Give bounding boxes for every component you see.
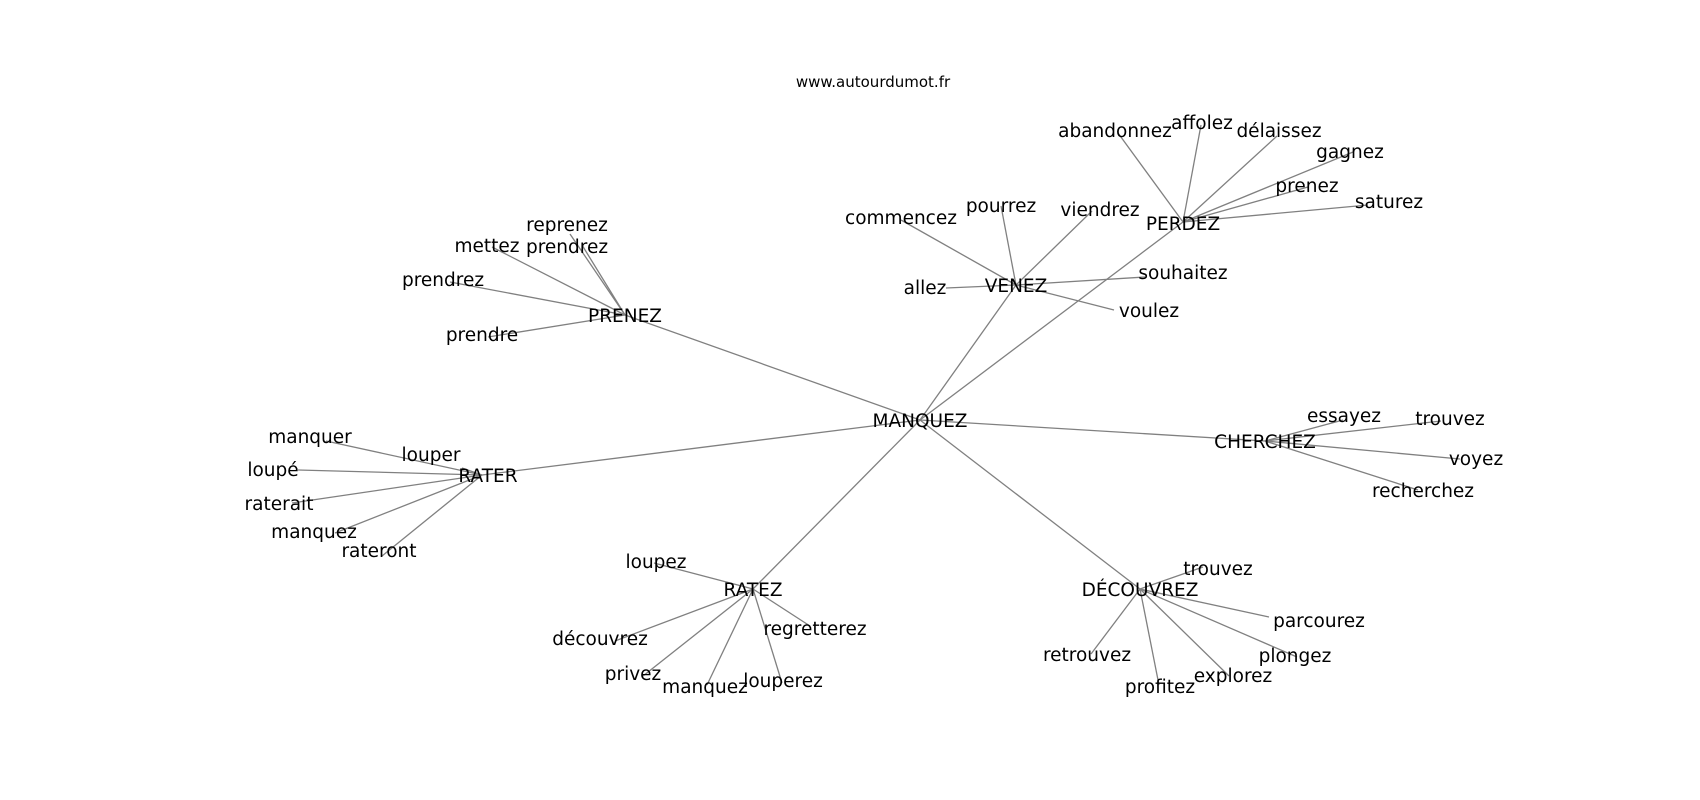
edge-root-ratez <box>752 419 921 590</box>
leaf-node-prenez-1: prendrez <box>526 237 608 258</box>
edge-decouvrez-4 <box>1139 588 1230 677</box>
edge-venez-5 <box>1015 284 1115 311</box>
leaf-node-rater-4: manquez <box>271 522 357 543</box>
hub-node-ratez: RATEZ <box>724 580 783 601</box>
edge-venez-4 <box>1015 276 1146 286</box>
edge-perdez-3 <box>1182 151 1354 223</box>
leaf-node-venez-5: voulez <box>1119 301 1179 322</box>
edge-ratez-5 <box>752 588 783 684</box>
leaf-node-ratez-5: louperez <box>743 671 823 692</box>
leaf-node-cherchez-0: essayez <box>1307 406 1381 427</box>
edge-ratez-4 <box>706 588 754 686</box>
leaf-node-perdez-5: saturez <box>1355 192 1423 213</box>
edge-perdez-4 <box>1182 186 1309 223</box>
edge-rater-3 <box>291 474 483 504</box>
leaf-node-venez-1: pourrez <box>966 196 1036 217</box>
edge-decouvrez-1 <box>1139 588 1270 618</box>
edge-ratez-2 <box>752 588 811 627</box>
leaf-node-rater-5: rateront <box>341 541 416 562</box>
edge-cherchez-0 <box>1264 419 1344 442</box>
site-url-label: www.autourdumot.fr <box>796 73 951 91</box>
edge-perdez-0 <box>1117 132 1184 223</box>
edge-cherchez-1 <box>1264 420 1442 442</box>
leaf-node-rater-0: manquer <box>268 427 352 448</box>
edge-prenez-0 <box>569 233 626 316</box>
edge-venez-3 <box>945 284 1017 289</box>
leaf-node-prenez-4: prendre <box>446 325 518 346</box>
leaf-node-prenez-3: prendrez <box>402 270 484 291</box>
graph-edges <box>291 124 1461 686</box>
edge-perdez-1 <box>1182 124 1202 223</box>
leaf-node-venez-3: allez <box>904 278 947 299</box>
edge-root-perdez <box>919 221 1184 421</box>
hub-node-prenez: PRENEZ <box>588 306 662 327</box>
graph-labels: MANQUEZPRENEZreprenezprendrezmettezprend… <box>245 113 1504 698</box>
leaf-node-perdez-0: abandonnez <box>1058 121 1172 142</box>
edge-prenez-2 <box>491 246 626 316</box>
leaf-node-rater-3: raterait <box>245 494 314 515</box>
leaf-node-cherchez-3: recherchez <box>1372 481 1474 502</box>
leaf-node-ratez-0: loupez <box>625 552 686 573</box>
edge-decouvrez-0 <box>1139 566 1204 590</box>
edge-root-venez <box>919 284 1017 421</box>
hub-node-decouvrez: DÉCOUVREZ <box>1082 579 1199 601</box>
edge-cherchez-3 <box>1264 440 1419 491</box>
leaf-node-decouvrez-2: retrouvez <box>1043 645 1131 666</box>
edge-rater-1 <box>461 467 483 476</box>
edge-perdez-5 <box>1182 204 1369 223</box>
leaf-node-perdez-2: délaissez <box>1236 121 1321 142</box>
leaf-node-rater-1: louper <box>402 445 461 466</box>
hub-node-cherchez: CHERCHEZ <box>1214 432 1316 453</box>
edge-venez-0 <box>900 219 1017 286</box>
leaf-node-decouvrez-5: profitez <box>1125 677 1195 698</box>
edge-perdez-2 <box>1182 135 1278 223</box>
leaf-node-prenez-0: reprenez <box>526 215 608 236</box>
edge-venez-1 <box>1000 205 1017 286</box>
leaf-node-ratez-1: découvrez <box>552 629 648 650</box>
leaf-node-decouvrez-3: plongez <box>1259 646 1332 667</box>
leaf-node-ratez-3: privez <box>605 664 662 685</box>
edge-rater-2 <box>297 469 483 476</box>
leaf-node-ratez-2: regretterez <box>763 619 866 640</box>
leaf-node-decouvrez-0: trouvez <box>1183 559 1253 580</box>
leaf-node-perdez-1: affolez <box>1171 113 1233 134</box>
edge-venez-2 <box>1015 210 1093 286</box>
edge-root-rater <box>481 419 921 476</box>
leaf-node-venez-0: commencez <box>845 208 957 229</box>
leaf-node-venez-4: souhaitez <box>1138 263 1227 284</box>
edge-decouvrez-5 <box>1139 588 1160 686</box>
edge-decouvrez-3 <box>1139 588 1298 658</box>
edge-rater-4 <box>334 474 483 534</box>
edge-rater-0 <box>325 440 483 476</box>
leaf-node-venez-2: viendrez <box>1060 200 1139 221</box>
leaf-node-perdez-3: gagnez <box>1316 142 1384 163</box>
hub-node-rater: RATER <box>458 466 517 487</box>
edge-ratez-3 <box>642 588 754 677</box>
leaf-node-prenez-2: mettez <box>454 236 519 257</box>
leaf-node-cherchez-2: voyez <box>1449 449 1503 470</box>
leaf-node-rater-2: loupé <box>247 460 298 481</box>
leaf-node-cherchez-1: trouvez <box>1415 409 1485 430</box>
root-node-label: MANQUEZ <box>873 411 968 432</box>
hub-node-perdez: PERDEZ <box>1146 214 1220 235</box>
leaf-node-decouvrez-4: explorez <box>1194 666 1273 687</box>
leaf-node-perdez-4: prenez <box>1275 176 1338 197</box>
leaf-node-ratez-4: manquez <box>662 677 748 698</box>
edge-root-cherchez <box>919 419 1266 442</box>
edge-ratez-0 <box>653 562 754 590</box>
edge-cherchez-2 <box>1264 440 1461 460</box>
hub-node-venez: VENEZ <box>985 276 1048 297</box>
edge-prenez-4 <box>487 314 626 338</box>
edge-prenez-3 <box>449 281 626 316</box>
edge-ratez-1 <box>614 588 754 642</box>
edge-prenez-1 <box>581 244 626 316</box>
edge-rater-5 <box>381 474 483 557</box>
edge-decouvrez-2 <box>1090 588 1141 655</box>
edge-root-decouvrez <box>919 419 1141 590</box>
leaf-node-decouvrez-1: parcourez <box>1273 611 1365 632</box>
edge-root-prenez <box>624 314 921 421</box>
